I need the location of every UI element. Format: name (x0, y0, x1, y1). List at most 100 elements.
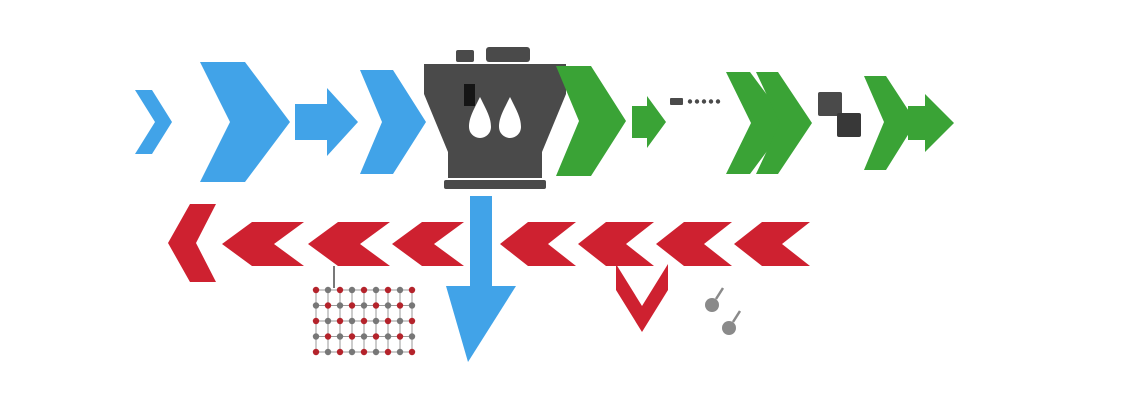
blue-arrow-4-icon (360, 70, 426, 174)
lattice-atom (408, 348, 416, 356)
molecule-icon (705, 287, 742, 335)
green-arrow-3-icon (726, 72, 788, 174)
droplet-icon (469, 97, 491, 138)
lattice-atom (336, 348, 344, 356)
dash-icon (670, 98, 683, 105)
furnace-top-band (424, 64, 566, 94)
lattice-atom (396, 333, 404, 340)
dotted-line-icon (687, 99, 721, 104)
lattice-atom (324, 333, 332, 340)
red-arrow-segment-icon (222, 222, 304, 266)
lattice-atom (336, 302, 344, 309)
red-arrow-segment-icon (734, 222, 810, 266)
dash-dot-separator (670, 98, 721, 105)
lattice-atom (384, 348, 392, 356)
sample-square-1 (818, 92, 842, 116)
red-arrow-segment-icon (500, 222, 576, 266)
lattice-atom (348, 302, 356, 309)
lattice-atom (360, 302, 368, 309)
lattice-atom (324, 348, 332, 356)
lattice-atom (312, 302, 320, 309)
lattice-atom (336, 333, 344, 340)
lattice-atom (324, 286, 332, 294)
furnace-knob-right (486, 47, 530, 62)
lattice-atom (384, 317, 392, 325)
red-arrow-segment-icon (392, 222, 464, 266)
red-down-arrow-icon (616, 264, 668, 332)
crystal-lattice-icon (312, 286, 416, 356)
blue-arrow-2-icon (200, 62, 290, 182)
lattice-atom (360, 333, 368, 340)
blue-down-arrow (446, 196, 516, 362)
lattice-atom (336, 286, 344, 294)
blue-feed-arrows (135, 62, 426, 182)
dot (715, 99, 721, 104)
molecule-bond (714, 287, 725, 300)
lattice-atom (312, 286, 320, 294)
droplet-icon (499, 97, 521, 138)
lattice-atom (408, 302, 416, 309)
furnace-base (444, 180, 546, 189)
lattice-atom (348, 348, 356, 356)
lattice-atom (372, 286, 380, 294)
lattice-atom (312, 348, 320, 356)
lattice-atom (360, 348, 368, 356)
lattice-atom (348, 286, 356, 294)
red-arrow-end-icon (168, 204, 216, 282)
lattice-atom (360, 286, 368, 294)
lattice-atom (324, 317, 332, 325)
lattice-atom (384, 302, 392, 309)
lattice-atom (384, 333, 392, 340)
lattice-atom (324, 302, 332, 309)
dot (687, 99, 693, 104)
green-arrow-2-icon (632, 96, 666, 148)
lattice-atom (372, 317, 380, 325)
dot (701, 99, 707, 104)
red-arrow-segment-icon (308, 222, 390, 266)
dot (708, 99, 714, 104)
green-product-arrows (556, 66, 954, 176)
lattice-atom (396, 317, 404, 325)
lattice-atom (396, 286, 404, 294)
blue-down-arrow-head (446, 286, 516, 362)
sample-square-2 (837, 113, 861, 137)
red-return-arrows (168, 204, 810, 332)
green-arrow-1-icon (556, 66, 626, 176)
green-arrow-5-icon (864, 76, 916, 170)
lattice-atom (336, 317, 344, 325)
blue-arrow-3-icon (295, 88, 358, 156)
lattice-atom (408, 286, 416, 294)
blue-down-arrow-shaft (470, 196, 492, 292)
droplet-icons (469, 97, 521, 138)
lattice-atom (372, 333, 380, 340)
furnace-body (424, 47, 566, 189)
dot (694, 99, 700, 104)
lattice-atom (384, 286, 392, 294)
sample-squares-icon (818, 92, 861, 137)
green-arrow-4-icon (756, 72, 812, 174)
red-arrow-segment-icon (656, 222, 732, 266)
furnace-knob-left (456, 50, 474, 62)
molecule-bond (731, 310, 742, 323)
molecule-atom (722, 321, 736, 335)
lattice-atom (396, 302, 404, 309)
furnace-display-icon (464, 84, 475, 106)
furnace-middle (424, 94, 566, 152)
lattice-atom (408, 317, 416, 325)
lattice-atom (360, 317, 368, 325)
furnace-icon (424, 47, 566, 189)
lattice-atom (312, 317, 320, 325)
green-arrow-6-icon (908, 94, 954, 152)
lattice-atom (348, 317, 356, 325)
lattice-atom (408, 333, 416, 340)
lattice-atom (312, 333, 320, 340)
molecule-atom (705, 298, 719, 312)
lattice-atom (348, 333, 356, 340)
lattice-atom (372, 302, 380, 309)
furnace-lower (448, 152, 542, 178)
lattice-atom (396, 348, 404, 356)
red-arrow-segment-icon (578, 222, 654, 266)
blue-arrow-1-icon (135, 90, 172, 154)
